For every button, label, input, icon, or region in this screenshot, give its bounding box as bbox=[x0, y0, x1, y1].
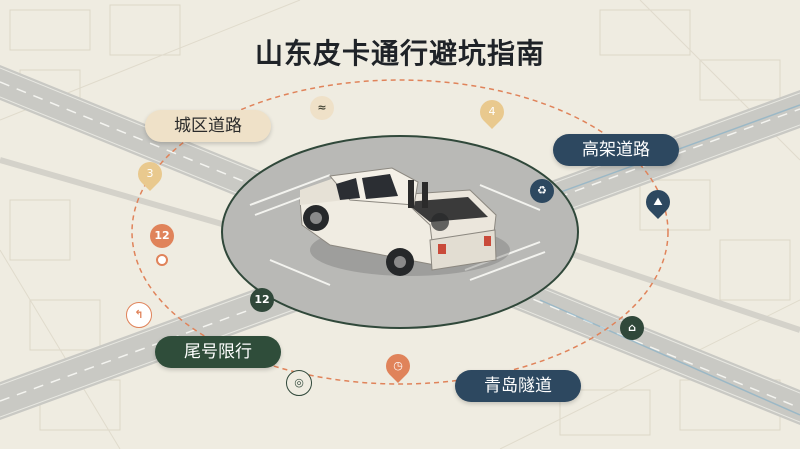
plaza-outline bbox=[221, 135, 579, 329]
clock-pin-icon: ◷ bbox=[381, 349, 415, 383]
label-qingdao-tunnel: 青岛隧道 bbox=[455, 370, 581, 402]
vehicle-icon: ≈ bbox=[310, 96, 334, 120]
label-plate-restriction: 尾号限行 bbox=[155, 336, 281, 368]
map-pin-4: 4 bbox=[475, 95, 509, 129]
dashed-route bbox=[131, 79, 669, 385]
map-pin-3: 3 bbox=[133, 157, 167, 191]
speed-limit-green-marker: 12 bbox=[250, 288, 274, 312]
label-elevated-roads: 高架道路 bbox=[553, 134, 679, 166]
label-city-roads: 城区道路 bbox=[145, 110, 271, 142]
camera-icon: ◎ bbox=[286, 370, 312, 396]
recycle-icon: ♻ bbox=[530, 179, 554, 203]
page-title: 山东皮卡通行避坑指南 bbox=[254, 37, 545, 70]
route-dot bbox=[156, 254, 168, 266]
turn-sign-icon: ↰ bbox=[126, 302, 152, 328]
bridge-pin-icon: ⛰ bbox=[641, 185, 675, 219]
tunnel-icon: ⌂ bbox=[620, 316, 644, 340]
speed-limit-marker: 12 bbox=[150, 224, 174, 248]
